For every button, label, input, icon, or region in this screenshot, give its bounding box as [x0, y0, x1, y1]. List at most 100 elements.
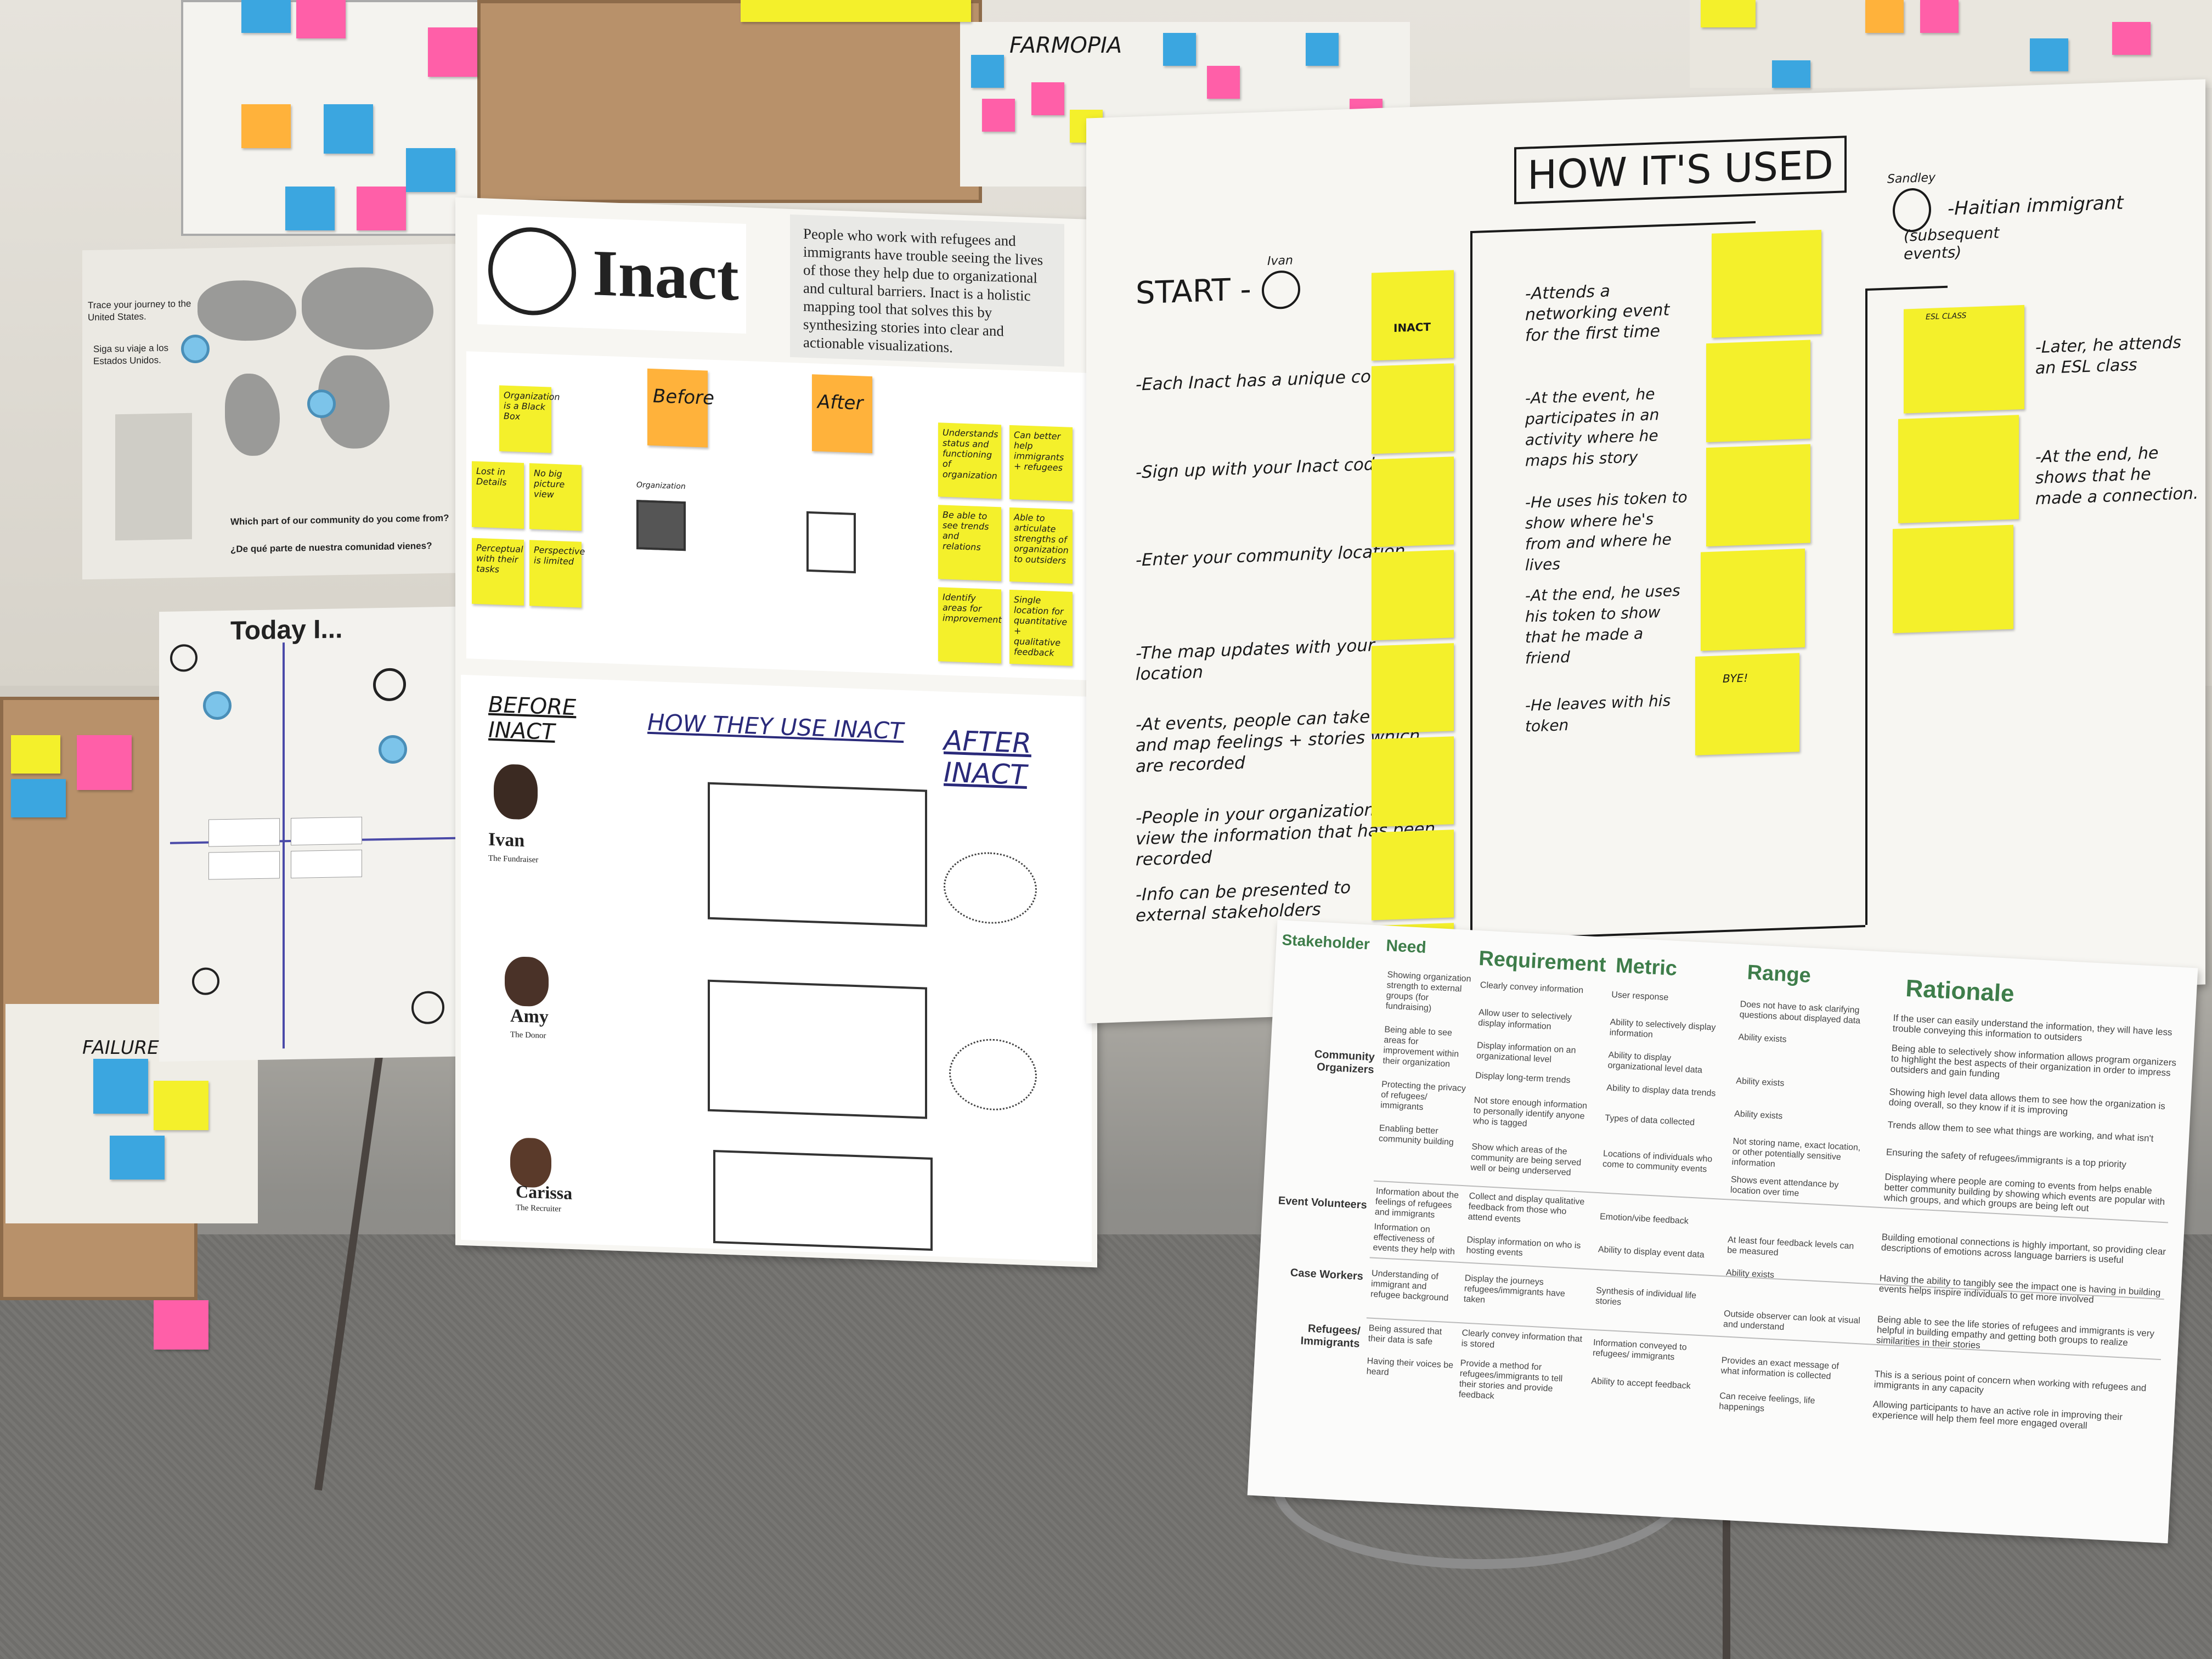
stakeholder-table: Stakeholder Need Requirement Metric Rang… [1247, 919, 2198, 1544]
flow-arrow-line [1470, 231, 1472, 939]
trace-journey-text: Trace your journey to the United States. [88, 298, 191, 323]
organization-sketch-label: Organization [636, 481, 686, 492]
need-cell: Information about the feelings of refuge… [1374, 1186, 1459, 1220]
avatar [510, 1137, 551, 1188]
computer-view-sticky [1372, 830, 1454, 921]
sticky-note [1207, 66, 1240, 99]
metric-cell: Ability to display organizational level … [1607, 1050, 1703, 1075]
group-icon [411, 991, 444, 1025]
start-persona: Ivan [1267, 253, 1293, 269]
header-requirement: Requirement [1478, 947, 1607, 977]
rationale-cell: If the user can easily understand the in… [1892, 1012, 2172, 1043]
intro-text: People who work with refugees and immigr… [790, 214, 1064, 367]
location-map-sticky [1372, 550, 1454, 641]
solution-note: Understands status and functioning of or… [938, 422, 1001, 499]
smiley-icon [170, 644, 198, 672]
metric-cell: Ability to display event data [1598, 1245, 1705, 1260]
quadrant-card [208, 818, 280, 847]
quadrant-card [291, 849, 362, 878]
today-title: Today I... [230, 614, 343, 646]
sticky-note [324, 104, 373, 154]
requirement-cell: Clearly convey information [1480, 980, 1584, 996]
after-inact-heading: AFTER INACT [944, 724, 1031, 791]
immigrant-step: -At the event, he participates in an act… [1525, 385, 1660, 470]
need-cell: Information on effectiveness of events t… [1373, 1222, 1455, 1257]
map-pin-token[interactable] [203, 691, 232, 720]
flow-arrow-line [1470, 221, 1756, 234]
range-cell: Not storing name, exact location, or oth… [1731, 1136, 1861, 1169]
need-cell: Showing organization strength to externa… [1385, 970, 1471, 1013]
map-update-sticky [1372, 643, 1454, 734]
smiley-face-icon [1262, 270, 1300, 310]
problem-note: Organization is a Black Box [499, 385, 560, 453]
corkboard-top [477, 0, 982, 203]
sticky-note [1701, 0, 1756, 27]
later-step: -At the end, he shows that he made a con… [2035, 443, 2199, 509]
problem-note: Lost in Details [472, 461, 524, 529]
sticky-note [11, 735, 60, 774]
persona-role: The Recruiter [516, 1203, 561, 1214]
vertical-axis [283, 642, 285, 1049]
community-question: Which part of our community do you come … [230, 512, 449, 527]
metric-cell: Ability to selectively display informati… [1609, 1017, 1716, 1040]
sticky-note [1865, 0, 1904, 33]
immigrant-step: -He uses his token to show where he's fr… [1525, 488, 1688, 574]
solution-note: Can better help immigrants + refugees [1009, 425, 1073, 501]
range-cell: Outside observer can look at visual and … [1723, 1309, 1861, 1333]
how-its-used-title: HOW IT'S USED [1514, 136, 1847, 205]
rationale-cell: Being able to selectively show informati… [1890, 1042, 2177, 1080]
sticky-note [1920, 0, 1959, 33]
map-pin-token[interactable] [181, 335, 210, 363]
faces-icon [192, 967, 219, 996]
persona-role: The Donor [510, 1030, 546, 1041]
need-cell: Understanding of immigrant and refugee b… [1370, 1268, 1449, 1304]
map-pin-token[interactable] [307, 390, 336, 418]
need-cell: Being able to see areas for improvement … [1383, 1025, 1459, 1069]
inact-logo: Inact [477, 214, 746, 334]
range-cell: Shows event attendance by location over … [1730, 1175, 1839, 1199]
header-need: Need [1385, 936, 1427, 957]
header-rationale: Rationale [1905, 974, 2015, 1008]
problem-note: Perspective is limited [529, 540, 585, 608]
after-note: After [812, 374, 872, 454]
metric-cell: Types of data collected [1605, 1113, 1695, 1128]
rationale-cell: Having the ability to tangibly see the i… [1878, 1273, 2161, 1305]
subsequent-events-label: (subsequent events) [1904, 223, 2000, 263]
dashboard-screen-sketch [708, 782, 927, 927]
requirement-cell: Not store enough information to personal… [1472, 1095, 1588, 1129]
avatar [494, 764, 538, 820]
networking-event-sticky [1712, 229, 1821, 338]
problem-note: No big picture view [529, 463, 582, 531]
world-map-shape [225, 373, 280, 456]
connection-sticky [1898, 415, 2019, 523]
world-map-shape [302, 266, 433, 351]
world-map-shape [198, 279, 296, 342]
sticky-note [406, 148, 455, 192]
map-story-sticky [1706, 340, 1810, 443]
need-cell: Enabling better community building [1378, 1123, 1454, 1148]
world-map-screen-sketch [713, 1149, 933, 1251]
problem-note: Perceptual with their tasks [472, 538, 524, 606]
solution-note: Be able to see trends and relations [938, 505, 1001, 582]
local-map-inset [115, 413, 192, 541]
stakeholder-label: Refugees/ Immigrants [1300, 1322, 1361, 1350]
sticky-note [2112, 22, 2151, 55]
start-label: START - [1136, 272, 1251, 312]
sticky-note [982, 99, 1015, 132]
sticky-note [110, 1136, 165, 1180]
how-its-used-poster: HOW IT'S USED START - Ivan Sandley -Hait… [1086, 79, 2205, 1024]
requirement-cell: Collect and display qualitative feedback… [1468, 1191, 1585, 1224]
sticky-note [1163, 33, 1196, 66]
inact-logo-text: Inact [592, 236, 739, 314]
persona-name: Amy [510, 1006, 549, 1028]
requirement-cell: Clearly convey information that is store… [1461, 1328, 1583, 1350]
metric-cell: User response [1611, 990, 1669, 1003]
map-pin-token[interactable] [379, 735, 407, 764]
metric-cell: Ability to display data trends [1606, 1083, 1716, 1098]
flow-arrow-line [1865, 288, 1867, 926]
stakeholder-label: Community Organizers [1314, 1048, 1375, 1076]
metric-cell: Locations of individuals who come to com… [1602, 1149, 1713, 1175]
need-cell: Protecting the privacy of refugees/ immi… [1380, 1080, 1466, 1113]
made-friend-sticky [1701, 548, 1805, 651]
range-cell: Ability exists [1738, 1032, 1787, 1045]
